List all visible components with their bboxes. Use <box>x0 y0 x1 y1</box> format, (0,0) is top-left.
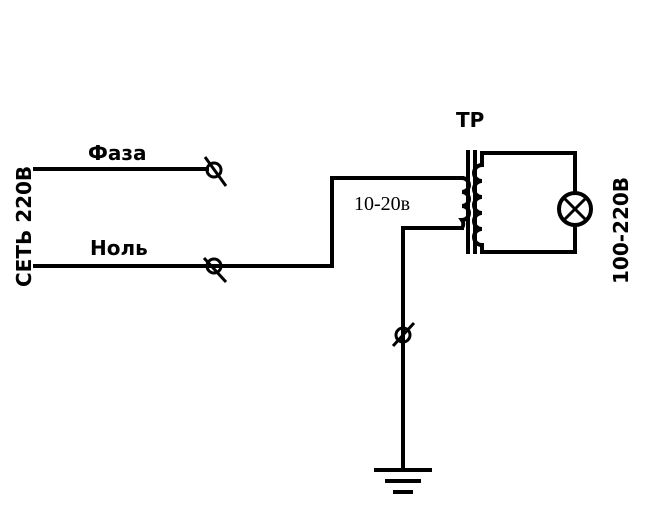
primary-voltage-label: 10-20в <box>354 193 410 215</box>
secondary-bottom-wire <box>480 224 577 254</box>
primary-to-ground-wire <box>401 226 464 470</box>
secondary-top-wire <box>480 151 577 194</box>
lamp-icon <box>557 191 593 227</box>
neutral-wire <box>33 176 464 268</box>
phase-label: Фаза <box>88 141 146 165</box>
secondary-coil <box>472 151 484 254</box>
secondary-voltage-label: 100-220В <box>609 177 633 284</box>
neutral-terminal-icon <box>202 256 228 284</box>
phase-terminal-icon <box>203 156 228 187</box>
transformer-label: ТР <box>456 108 484 132</box>
ground-terminal-icon <box>391 321 416 348</box>
ground-icon <box>374 468 432 494</box>
network-voltage-label: СЕТЬ 220В <box>12 166 36 287</box>
neutral-label: Ноль <box>90 236 148 260</box>
